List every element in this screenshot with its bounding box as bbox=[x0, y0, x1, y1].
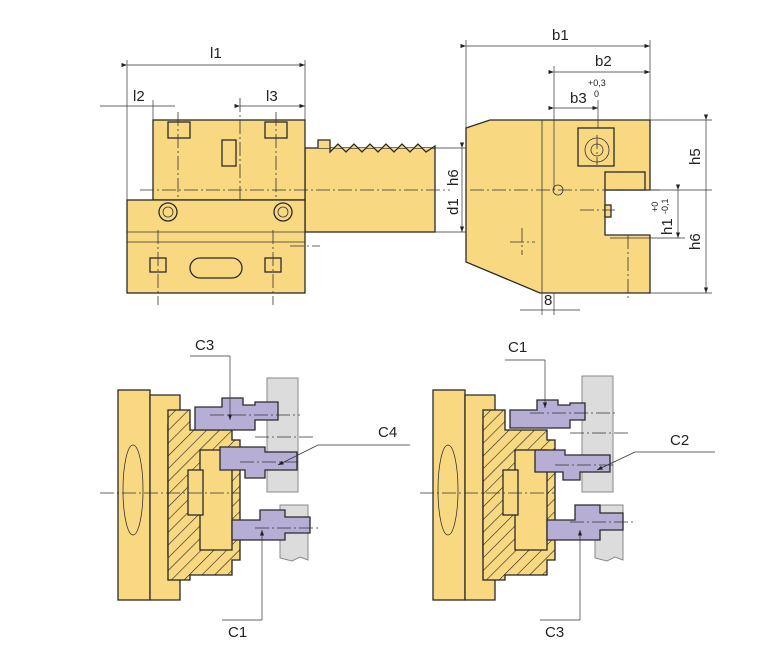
tool-c1 bbox=[509, 399, 586, 429]
dim-h6-left: h6 bbox=[445, 169, 462, 186]
dim-b3-tol-lower: 0 bbox=[594, 89, 599, 99]
tool-c4 bbox=[219, 446, 298, 479]
dim-b3-tol-upper: +0,3 bbox=[588, 78, 606, 88]
dim-8: 8 bbox=[544, 292, 552, 309]
clamp-jaw bbox=[604, 171, 646, 191]
dim-h1: h1 bbox=[659, 218, 676, 235]
screw-head bbox=[167, 121, 191, 139]
callout-c3: C3 bbox=[195, 337, 214, 354]
screw-head bbox=[273, 202, 293, 222]
dim-b3: b3 bbox=[570, 90, 587, 107]
setup-left: C3 C4 C1 bbox=[100, 337, 410, 641]
workpiece bbox=[266, 377, 299, 493]
clamp-screw bbox=[577, 127, 615, 167]
callout-c4: C4 bbox=[378, 424, 397, 441]
dim-h5: h5 bbox=[687, 148, 704, 165]
callout-c1: C1 bbox=[228, 624, 247, 641]
dim-b2: b2 bbox=[595, 53, 612, 70]
dim-b1: b1 bbox=[552, 27, 569, 44]
holder-body bbox=[465, 119, 651, 294]
chuck-plate bbox=[117, 389, 151, 601]
serration bbox=[317, 139, 436, 154]
front-view: b1 b2 b3 +0,3 0 h5 h6 h1 +0 -0,1 8 bbox=[460, 27, 712, 315]
tool-c1 bbox=[231, 509, 311, 541]
slot bbox=[189, 257, 243, 279]
dim-l3: l3 bbox=[266, 88, 278, 105]
setup-right: C1 C2 C3 bbox=[420, 339, 715, 641]
workpiece bbox=[581, 375, 614, 493]
dim-h6-right: h6 bbox=[687, 233, 704, 250]
dim-l1: l1 bbox=[210, 45, 222, 62]
tool-c3 bbox=[194, 397, 279, 431]
dim-d1: d1 bbox=[445, 198, 462, 215]
callout-c3: C3 bbox=[545, 624, 564, 641]
dim-h1-tol-upper: +0 bbox=[650, 202, 660, 212]
callout-c1: C1 bbox=[508, 339, 527, 356]
callout-c2: C2 bbox=[670, 432, 689, 449]
tool-c3 bbox=[546, 504, 624, 541]
screw-head bbox=[158, 202, 178, 222]
dim-l2: l2 bbox=[133, 88, 145, 105]
dim-h1-tol-lower: -0,1 bbox=[660, 198, 670, 214]
side-view: l1 l2 l3 h6 d1 bbox=[100, 45, 470, 305]
